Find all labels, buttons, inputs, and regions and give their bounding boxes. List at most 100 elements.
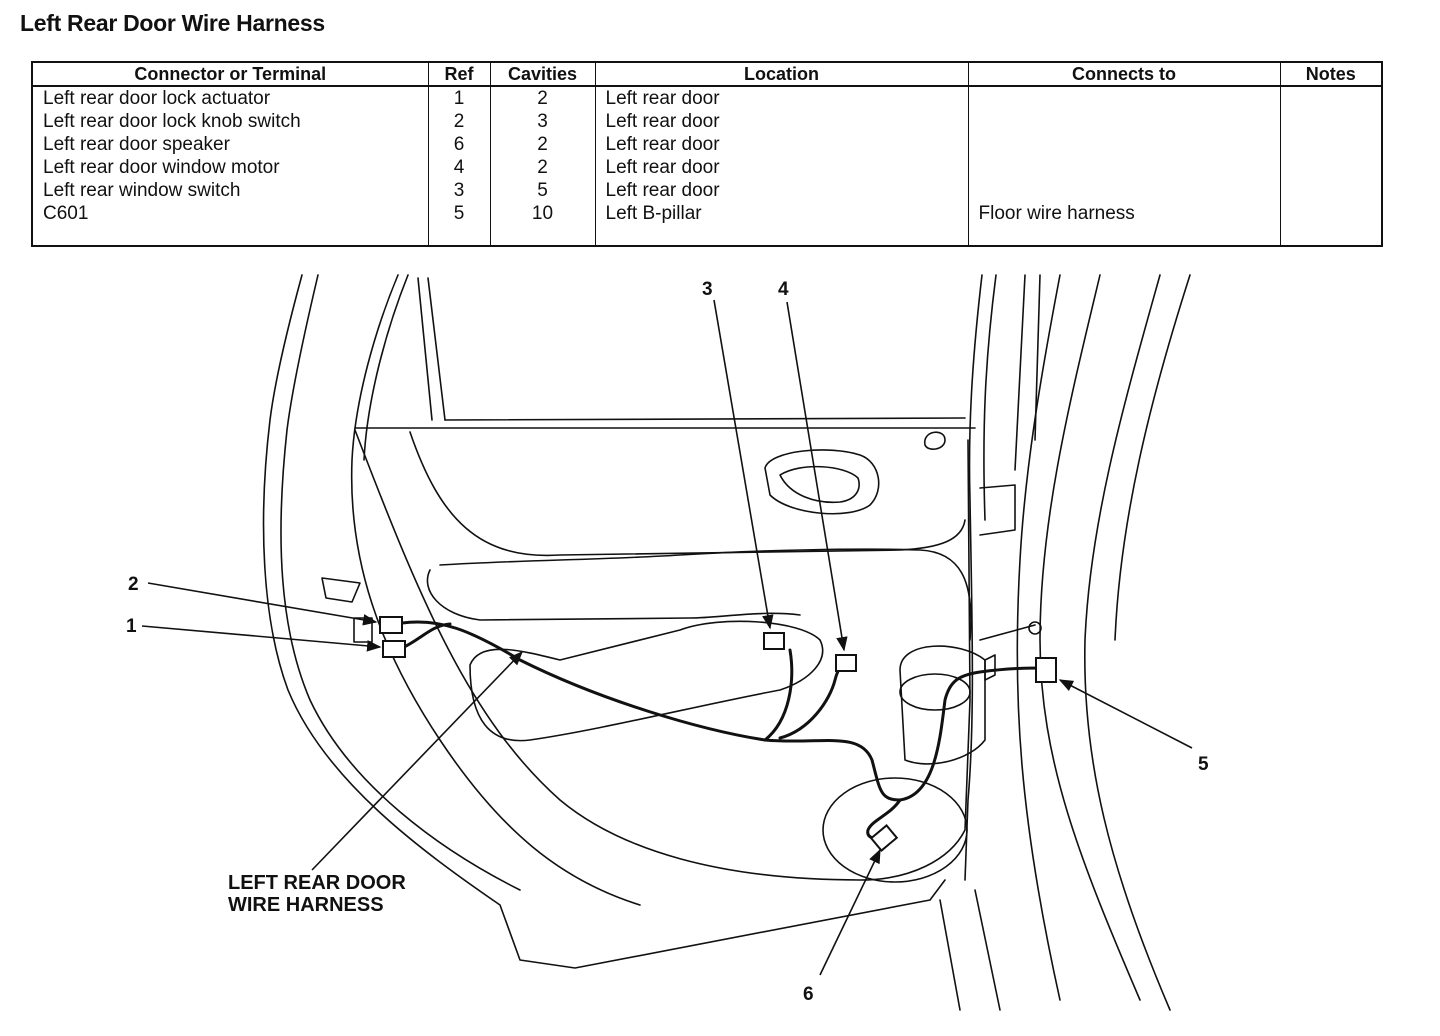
cell-connector: Left rear window switch: [33, 179, 429, 202]
speaker-outline: [822, 777, 968, 883]
armrest: [426, 569, 801, 621]
callout-2: 2: [128, 574, 139, 595]
leader-5: [1058, 679, 1193, 749]
connector-6: [869, 824, 899, 852]
cell-ref: 1: [428, 86, 491, 110]
body-curve-4: [1016, 274, 1061, 1001]
door-window-frame-left-2: [363, 274, 409, 461]
table-row: Left rear window switch 3 5 Left rear do…: [33, 179, 1381, 202]
table-filler-row: [33, 225, 1381, 245]
cell-location: Left rear door: [595, 133, 969, 156]
col-header-cavities: Cavities: [490, 63, 596, 87]
hinge-detail: [984, 654, 996, 681]
inner-handle-bezel: [764, 449, 880, 515]
floor-line-1: [939, 899, 961, 1011]
drain-hole: [899, 673, 971, 711]
cell-connector: Left rear door speaker: [33, 133, 429, 156]
harness-branch-switch: [763, 648, 794, 742]
b-pillar-edge-1: [1014, 274, 1026, 471]
col-header-notes: Notes: [1280, 63, 1381, 87]
cell-ref: 6: [428, 133, 491, 156]
door-latch: [979, 484, 1016, 536]
col-header-location: Location: [595, 63, 969, 87]
door-edge-tab: [321, 577, 361, 603]
callout-numbers: 2 1 3 4 5 6: [126, 279, 1209, 1005]
col-header-connects-to: Connects to: [968, 63, 1281, 87]
door-window-frame-left: [350, 274, 641, 906]
lock-knob: [924, 431, 946, 450]
b-pillar-outer: [964, 274, 983, 881]
table-row: Left rear door lock actuator 1 2 Left re…: [33, 86, 1381, 110]
callout-1: 1: [126, 616, 137, 637]
b-pillar-inner: [983, 274, 997, 521]
cell-ref: 2: [428, 110, 491, 133]
leader-2: [147, 582, 378, 626]
trim-panel-upper: [409, 431, 966, 557]
cell-location: Left rear door: [595, 179, 969, 202]
cell-connects-to: [968, 179, 1281, 202]
table-row: C601 5 10 Left B-pillar Floor wire harne…: [33, 202, 1381, 225]
harness-label: LEFT REAR DOOR WIRE HARNESS: [228, 872, 406, 916]
cell-ref: 4: [428, 156, 491, 179]
callout-5: 5: [1198, 754, 1209, 775]
connector-5: [1035, 657, 1057, 683]
connector-3: [763, 632, 785, 650]
connector-2: [379, 616, 403, 634]
table-row: Left rear door speaker 6 2 Left rear doo…: [33, 133, 1381, 156]
leader-6: [819, 848, 881, 976]
cell-connects-to: Floor wire harness: [968, 202, 1281, 225]
cell-connector: Left rear door lock knob switch: [33, 110, 429, 133]
inner-handle: [779, 465, 860, 504]
cell-cavities: 3: [490, 110, 596, 133]
door-frame-inner: [280, 274, 521, 891]
floor-line-2: [974, 889, 1001, 1011]
cell-location: Left rear door: [595, 156, 969, 179]
harness-branch-actuator: [400, 622, 452, 650]
callout-6: 6: [803, 984, 814, 1005]
glass-run-left: [427, 277, 446, 421]
harness-main: [400, 620, 1047, 802]
cell-connects-to: [968, 110, 1281, 133]
door-pocket: [469, 620, 824, 742]
cell-connects-to: [968, 86, 1281, 110]
cell-connector: C601: [33, 202, 429, 225]
cell-cavities: 2: [490, 86, 596, 110]
trim-panel: [354, 429, 971, 881]
connector-4: [835, 654, 857, 672]
cell-connects-to: [968, 156, 1281, 179]
leader-4: [786, 301, 848, 652]
cell-cavities: 2: [490, 133, 596, 156]
cell-ref: 3: [428, 179, 491, 202]
door-outline: [262, 274, 946, 969]
cell-cavities: 2: [490, 156, 596, 179]
cell-cavities: 10: [490, 202, 596, 225]
cell-location: Left B-pillar: [595, 202, 969, 225]
cell-ref: 5: [428, 202, 491, 225]
leader-3: [713, 299, 774, 630]
col-header-connector: Connector or Terminal: [33, 63, 429, 87]
harness-label-line2: WIRE HARNESS: [228, 894, 384, 916]
cell-location: Left rear door: [595, 86, 969, 110]
body-curve-1: [1039, 274, 1141, 1001]
cell-location: Left rear door: [595, 110, 969, 133]
wire-harness: [400, 620, 1047, 841]
connector-table: Connector or Terminal Ref Cavities Locat…: [31, 61, 1383, 247]
table-row: Left rear door lock knob switch 2 3 Left…: [33, 110, 1381, 133]
connectors: [379, 616, 1057, 852]
connector-1: [382, 640, 406, 658]
callout-4: 4: [778, 279, 789, 300]
cell-cavities: 5: [490, 179, 596, 202]
cell-connects-to: [968, 133, 1281, 156]
glass-run-left-2: [417, 277, 433, 421]
cell-connector: Left rear door window motor: [33, 156, 429, 179]
page-title: Left Rear Door Wire Harness: [20, 10, 325, 36]
leader-harness: [311, 650, 523, 871]
body-curve-2: [1083, 274, 1171, 1011]
leader-1: [141, 625, 382, 652]
harness-label-line1: LEFT REAR DOOR: [228, 872, 406, 894]
check-link-stud: [1028, 621, 1042, 635]
callout-3: 3: [702, 279, 713, 300]
cell-connector: Left rear door lock actuator: [33, 86, 429, 110]
col-header-ref: Ref: [428, 63, 491, 87]
